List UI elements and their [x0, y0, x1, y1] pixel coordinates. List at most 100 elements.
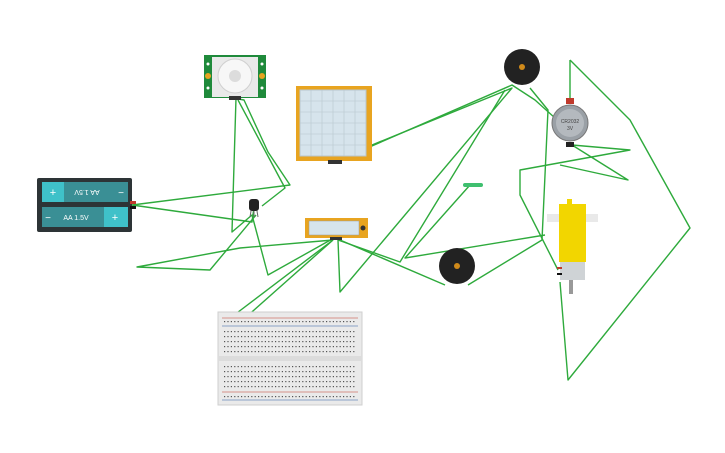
- breadboard-hole[interactable]: [241, 346, 243, 348]
- breadboard-hole[interactable]: [278, 321, 280, 323]
- breadboard-hole[interactable]: [298, 331, 300, 333]
- breadboard-hole[interactable]: [298, 346, 300, 348]
- breadboard-hole[interactable]: [322, 346, 324, 348]
- breadboard-hole[interactable]: [336, 321, 338, 323]
- breadboard-hole[interactable]: [244, 381, 246, 383]
- breadboard-hole[interactable]: [309, 346, 311, 348]
- breadboard-hole[interactable]: [295, 396, 297, 398]
- breadboard-hole[interactable]: [275, 386, 277, 388]
- breadboard-hole[interactable]: [271, 331, 273, 333]
- breadboard-hole[interactable]: [343, 321, 345, 323]
- breadboard-hole[interactable]: [251, 376, 253, 378]
- breadboard-hole[interactable]: [254, 371, 256, 373]
- breadboard-hole[interactable]: [322, 396, 324, 398]
- breadboard-hole[interactable]: [261, 346, 263, 348]
- breadboard-hole[interactable]: [353, 336, 355, 338]
- breadboard-hole[interactable]: [305, 346, 307, 348]
- breadboard-hole[interactable]: [349, 321, 351, 323]
- dc-motor[interactable]: [547, 199, 598, 294]
- breadboard-hole[interactable]: [353, 341, 355, 343]
- breadboard-hole[interactable]: [264, 396, 266, 398]
- breadboard-hole[interactable]: [288, 396, 290, 398]
- breadboard-hole[interactable]: [275, 396, 277, 398]
- breadboard-hole[interactable]: [288, 371, 290, 373]
- breadboard-hole[interactable]: [339, 376, 341, 378]
- breadboard-hole[interactable]: [346, 381, 348, 383]
- breadboard-hole[interactable]: [278, 351, 280, 353]
- breadboard-hole[interactable]: [275, 351, 277, 353]
- breadboard-hole[interactable]: [254, 366, 256, 368]
- breadboard-hole[interactable]: [336, 366, 338, 368]
- wire[interactable]: [131, 97, 291, 206]
- breadboard-hole[interactable]: [258, 386, 260, 388]
- breadboard-hole[interactable]: [329, 331, 331, 333]
- breadboard-hole[interactable]: [258, 331, 260, 333]
- breadboard-hole[interactable]: [339, 331, 341, 333]
- wire[interactable]: [224, 239, 334, 323]
- breadboard-hole[interactable]: [329, 386, 331, 388]
- breadboard[interactable]: [217, 311, 363, 406]
- breadboard-hole[interactable]: [275, 336, 277, 338]
- breadboard-hole[interactable]: [251, 371, 253, 373]
- breadboard-hole[interactable]: [275, 346, 277, 348]
- breadboard-hole[interactable]: [234, 376, 236, 378]
- breadboard-hole[interactable]: [281, 341, 283, 343]
- breadboard-hole[interactable]: [224, 351, 226, 353]
- breadboard-hole[interactable]: [329, 341, 331, 343]
- breadboard-hole[interactable]: [346, 376, 348, 378]
- breadboard-hole[interactable]: [275, 371, 277, 373]
- breadboard-hole[interactable]: [254, 321, 256, 323]
- breadboard-hole[interactable]: [322, 336, 324, 338]
- breadboard-hole[interactable]: [230, 321, 232, 323]
- breadboard-hole[interactable]: [288, 321, 290, 323]
- breadboard-hole[interactable]: [247, 396, 249, 398]
- breadboard-hole[interactable]: [247, 351, 249, 353]
- breadboard-hole[interactable]: [271, 396, 273, 398]
- breadboard-hole[interactable]: [244, 376, 246, 378]
- breadboard-hole[interactable]: [295, 341, 297, 343]
- breadboard-hole[interactable]: [319, 371, 321, 373]
- breadboard-hole[interactable]: [288, 351, 290, 353]
- breadboard-hole[interactable]: [292, 346, 294, 348]
- breadboard-hole[interactable]: [319, 366, 321, 368]
- breadboard-hole[interactable]: [295, 346, 297, 348]
- resistor[interactable]: [463, 183, 483, 187]
- breadboard-hole[interactable]: [309, 386, 311, 388]
- breadboard-hole[interactable]: [302, 366, 304, 368]
- breadboard-hole[interactable]: [234, 351, 236, 353]
- breadboard-hole[interactable]: [353, 321, 355, 323]
- breadboard-hole[interactable]: [298, 351, 300, 353]
- breadboard-hole[interactable]: [336, 371, 338, 373]
- breadboard-hole[interactable]: [234, 331, 236, 333]
- breadboard-hole[interactable]: [295, 331, 297, 333]
- breadboard-hole[interactable]: [281, 321, 283, 323]
- breadboard-hole[interactable]: [295, 351, 297, 353]
- breadboard-hole[interactable]: [244, 321, 246, 323]
- breadboard-hole[interactable]: [275, 381, 277, 383]
- breadboard-hole[interactable]: [281, 346, 283, 348]
- lcd-16x2[interactable]: [305, 218, 368, 240]
- breadboard-hole[interactable]: [309, 331, 311, 333]
- breadboard-hole[interactable]: [224, 396, 226, 398]
- breadboard-hole[interactable]: [315, 351, 317, 353]
- breadboard-hole[interactable]: [295, 336, 297, 338]
- wire[interactable]: [559, 144, 629, 181]
- breadboard-hole[interactable]: [278, 371, 280, 373]
- breadboard-hole[interactable]: [247, 381, 249, 383]
- breadboard-hole[interactable]: [224, 371, 226, 373]
- breadboard-hole[interactable]: [268, 321, 270, 323]
- breadboard-hole[interactable]: [309, 366, 311, 368]
- breadboard-hole[interactable]: [353, 366, 355, 368]
- breadboard-hole[interactable]: [329, 376, 331, 378]
- breadboard-hole[interactable]: [234, 341, 236, 343]
- breadboard-hole[interactable]: [227, 376, 229, 378]
- breadboard-hole[interactable]: [275, 376, 277, 378]
- breadboard-hole[interactable]: [309, 371, 311, 373]
- breadboard-hole[interactable]: [271, 371, 273, 373]
- breadboard-hole[interactable]: [298, 336, 300, 338]
- breadboard-hole[interactable]: [292, 351, 294, 353]
- breadboard-hole[interactable]: [247, 371, 249, 373]
- breadboard-hole[interactable]: [319, 386, 321, 388]
- breadboard-hole[interactable]: [230, 341, 232, 343]
- breadboard-hole[interactable]: [227, 386, 229, 388]
